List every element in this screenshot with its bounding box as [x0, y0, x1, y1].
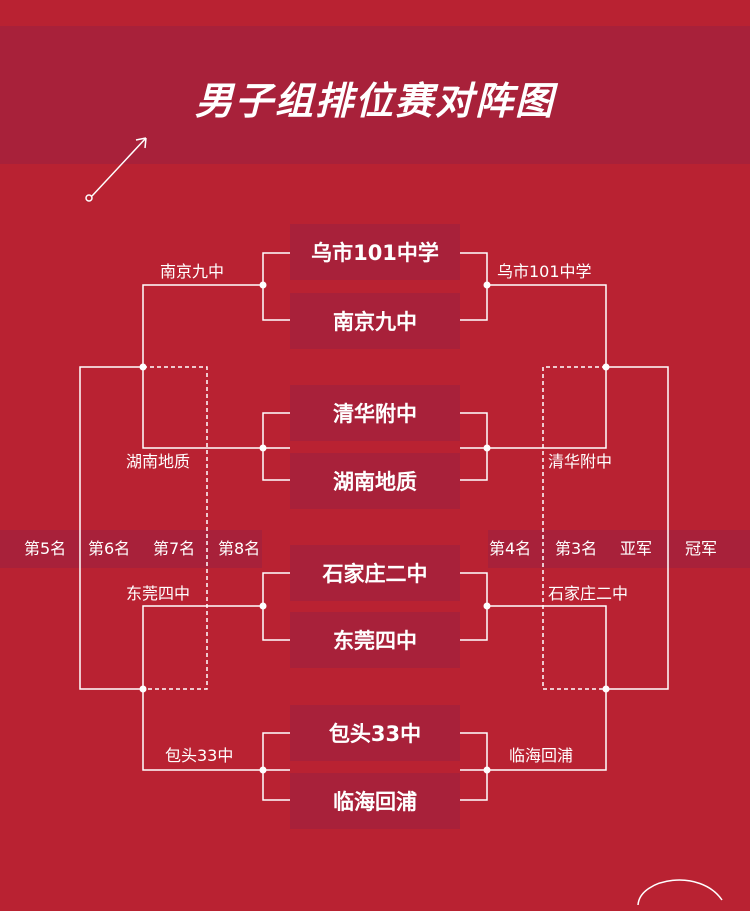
arrow-start-dot-icon	[85, 194, 93, 202]
rank-label-champion: 冠军	[685, 539, 718, 558]
rank-label-3rd: 第3名	[555, 539, 598, 558]
team-box-match3-team1: 石家庄二中	[290, 545, 460, 601]
left-winner-label-4: 包头33中	[165, 746, 234, 765]
rank-label-4th: 第4名	[489, 539, 532, 558]
rank-label-5th: 第5名	[24, 539, 67, 558]
rank-band-right	[488, 530, 750, 568]
team-box-match4-team2: 临海回浦	[290, 773, 460, 829]
rank-label-7th: 第7名	[153, 539, 196, 558]
team-box-match4-team1: 包头33中	[290, 705, 460, 761]
left-winner-label-2: 湖南地质	[126, 452, 191, 471]
rank-label-runner-up: 亚军	[620, 539, 653, 558]
team-box-match2-team1: 清华附中	[290, 385, 460, 441]
right-winner-label-4: 临海回浦	[509, 746, 574, 765]
rank-label-8th: 第8名	[218, 539, 261, 558]
page-title: 男子组排位赛对阵图	[194, 79, 555, 123]
team-box-match1-team2: 南京九中	[290, 293, 460, 349]
right-winner-label-3: 石家庄二中	[548, 584, 629, 603]
title-band	[0, 26, 750, 164]
swirl-decoration-icon	[637, 879, 723, 906]
rank-band-left	[0, 530, 262, 568]
team-box-match2-team2: 湖南地质	[290, 453, 460, 509]
left-winner-label-1: 南京九中	[160, 262, 225, 281]
rank-label-6th: 第6名	[88, 539, 131, 558]
team-box-match3-team2: 东莞四中	[290, 612, 460, 668]
right-winner-label-2: 清华附中	[548, 452, 613, 471]
left-winner-label-3: 东莞四中	[126, 584, 191, 603]
arrow-decoration-icon	[91, 137, 147, 197]
team-box-match1-team1: 乌市101中学	[290, 224, 460, 280]
right-winner-label-1: 乌市101中学	[497, 262, 592, 281]
